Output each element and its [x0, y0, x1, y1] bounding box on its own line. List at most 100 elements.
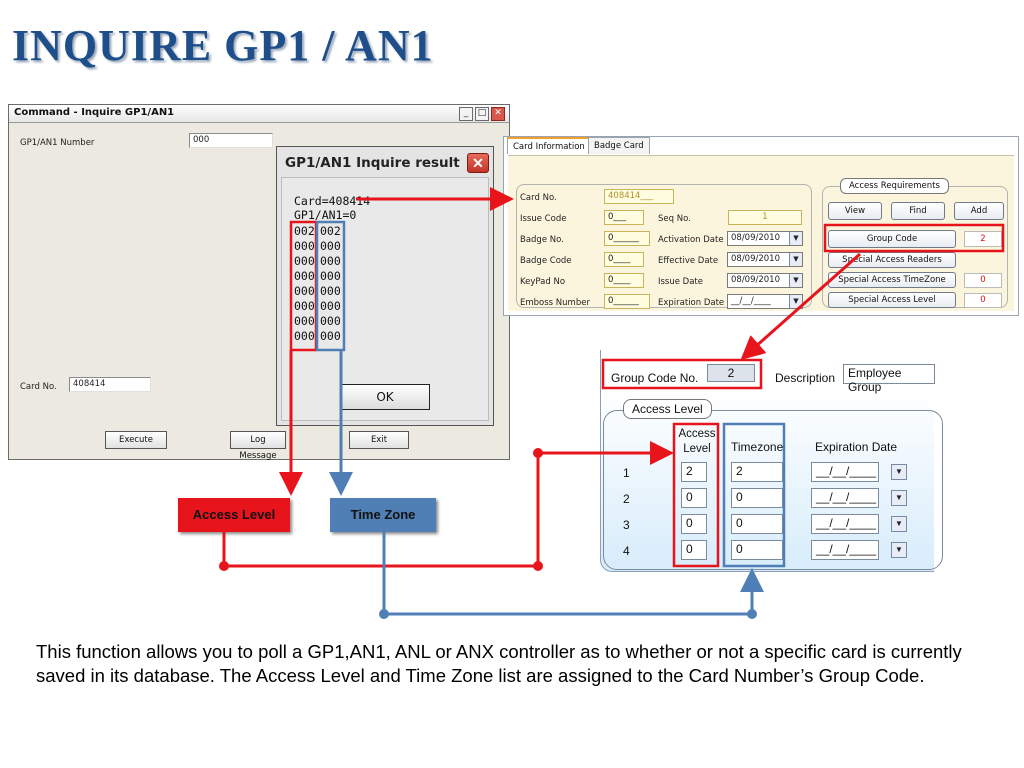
- chevron-down-icon[interactable]: ▼: [891, 490, 907, 506]
- special-access-timezone-value[interactable]: 0: [964, 273, 1002, 288]
- timezone-input[interactable]: 0: [731, 488, 783, 508]
- access-level-input[interactable]: 0: [681, 540, 707, 560]
- card-no-field[interactable]: 408414___: [604, 189, 674, 204]
- access-requirements-title: Access Requirements: [840, 178, 949, 194]
- activation-date-select[interactable]: 08/09/2010▼: [727, 231, 803, 246]
- result-access-value: 000: [294, 329, 315, 343]
- special-access-level-button[interactable]: Special Access Level: [828, 292, 956, 308]
- row-number: 4: [623, 544, 630, 558]
- col-access-level-header: Access Level: [678, 428, 716, 455]
- group-code-highlight: [823, 223, 1005, 253]
- chevron-down-icon[interactable]: ▼: [891, 464, 907, 480]
- chevron-down-icon[interactable]: ▼: [891, 542, 907, 558]
- badge-code-label: Badge Code: [520, 256, 572, 266]
- group-code-no-input[interactable]: 2: [707, 364, 755, 382]
- issue-date-select[interactable]: 08/09/2010 ▼: [727, 273, 803, 288]
- col-timezone-header: Timezone: [731, 440, 784, 454]
- expiration-date-select[interactable]: __/__/____▼: [727, 294, 803, 309]
- dialog-title: GP1/AN1 Inquire result: [285, 155, 460, 171]
- slide-title: INQUIRE GP1 / AN1: [12, 21, 434, 70]
- result-timezone-value: 000: [320, 254, 341, 268]
- time-zone-callout: Time Zone: [330, 498, 436, 532]
- chevron-down-icon[interactable]: ▼: [789, 295, 802, 308]
- expiration-date-input[interactable]: __/__/____: [811, 488, 879, 508]
- access-level-column-highlight: [672, 422, 720, 568]
- access-level-group: [603, 410, 943, 570]
- keypad-no-input[interactable]: 0____: [604, 273, 644, 288]
- expiration-date-input[interactable]: __/__/____: [811, 540, 879, 560]
- access-level-input[interactable]: 0: [681, 488, 707, 508]
- exit-button[interactable]: Exit: [349, 431, 409, 449]
- chevron-down-icon[interactable]: ▼: [789, 232, 802, 245]
- chevron-down-icon[interactable]: ▼: [891, 516, 907, 532]
- seq-no-input[interactable]: 1: [728, 210, 802, 225]
- result-access-value: 000: [294, 239, 315, 253]
- chevron-down-icon[interactable]: ▼: [789, 274, 802, 287]
- timezone-input[interactable]: 0: [731, 540, 783, 560]
- find-button[interactable]: Find: [891, 202, 945, 220]
- badge-code-input[interactable]: 0____: [604, 252, 644, 267]
- access-level-input[interactable]: 0: [681, 514, 707, 534]
- execute-button[interactable]: Execute: [105, 431, 167, 449]
- ok-button[interactable]: OK: [340, 384, 430, 410]
- timezone-input[interactable]: 2: [731, 462, 783, 482]
- card-fields-group: [516, 184, 812, 308]
- timezone-column-highlight: [315, 220, 346, 352]
- badge-no-input[interactable]: 0______: [604, 231, 650, 246]
- special-access-level-value[interactable]: 0: [964, 293, 1002, 308]
- emboss-number-label: Emboss Number: [520, 298, 590, 308]
- result-access-value: 000: [294, 284, 315, 298]
- group-code-panel: Group Code No. 2 Description Employee Gr…: [600, 350, 943, 572]
- access-level-input[interactable]: 2: [681, 462, 707, 482]
- group-code-no-highlight: [601, 358, 763, 390]
- view-button[interactable]: View: [828, 202, 882, 220]
- row-number: 3: [623, 518, 630, 532]
- group-code-arrow: [740, 252, 861, 360]
- tab-badge-card[interactable]: Badge Card: [588, 137, 650, 154]
- close-button[interactable]: ✕: [491, 107, 505, 121]
- access-column-highlight: [289, 220, 318, 352]
- timezone-connector: [382, 532, 764, 616]
- issue-code-input[interactable]: 0___: [604, 210, 644, 225]
- window-titlebar: Command - Inquire GP1/AN1 _ □ ✕: [9, 105, 509, 123]
- close-icon[interactable]: ✕: [467, 153, 489, 173]
- group-code-no-label: Group Code No.: [611, 371, 699, 385]
- issue-date-value: 08/09/2010: [731, 275, 780, 285]
- expiration-date-label: Expiration Date: [658, 298, 725, 308]
- inquire-result-dialog: GP1/AN1 Inquire result ✕ Card=408414 GP1…: [276, 146, 494, 426]
- gp1-number-input[interactable]: 000: [189, 133, 273, 148]
- result-timezone-value: 000: [320, 269, 341, 283]
- effective-date-select[interactable]: 08/09/2010 ▼: [727, 252, 803, 267]
- group-code-value[interactable]: 2: [964, 231, 1002, 247]
- log-message-button[interactable]: Log Message: [230, 431, 286, 461]
- effective-date-value: 08/09/2010: [731, 254, 780, 264]
- effective-date-label: Effective Date: [658, 256, 719, 266]
- emboss-number-input[interactable]: 0______: [604, 294, 650, 309]
- issue-date-label: Issue Date: [658, 277, 703, 287]
- description-input[interactable]: Employee Group: [843, 364, 935, 394]
- result-timezone-value: 002: [320, 224, 341, 238]
- badge-no-label: Badge No.: [520, 235, 564, 245]
- result-timezone-value: 000: [320, 299, 341, 313]
- slide-description: This function allows you to poll a GP1,A…: [36, 641, 962, 686]
- result-access-value: 000: [294, 299, 315, 313]
- result-timezone-value: 000: [320, 329, 341, 343]
- add-button[interactable]: Add: [954, 202, 1004, 220]
- result-timezone-value: 000: [320, 239, 341, 253]
- group-code-button[interactable]: Group Code: [828, 230, 956, 248]
- card-no-label: Card No.: [20, 382, 57, 392]
- minimize-button[interactable]: _: [459, 107, 473, 121]
- expiration-date-input[interactable]: __/__/____: [811, 514, 879, 534]
- timezone-input[interactable]: 0: [731, 514, 783, 534]
- card-no-field-label: Card No.: [520, 193, 557, 203]
- card-no-input[interactable]: 408414: [69, 377, 151, 392]
- access-level-callout: Access Level: [178, 498, 290, 532]
- timezone-column-highlight-2: [722, 422, 786, 568]
- chevron-down-icon[interactable]: ▼: [789, 253, 802, 266]
- card-line: Card=408414: [294, 194, 371, 208]
- maximize-button[interactable]: □: [475, 107, 489, 121]
- row-number: 1: [623, 466, 630, 480]
- expiration-date-input[interactable]: __/__/____: [811, 462, 879, 482]
- description-label: Description: [775, 371, 836, 385]
